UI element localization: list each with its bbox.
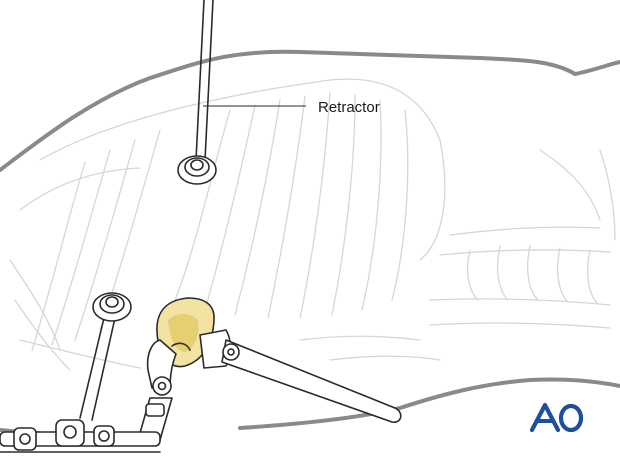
ao-logo xyxy=(529,402,584,433)
bone-inner-shading xyxy=(168,314,199,352)
retractor-callout: Retractor xyxy=(203,99,380,116)
external-fixator xyxy=(0,419,161,453)
bone-clamp-assembly xyxy=(137,297,402,441)
ghost-anatomy xyxy=(9,78,616,371)
retractor-label: Retractor xyxy=(318,99,380,116)
retractor xyxy=(177,0,217,185)
second-retractor xyxy=(79,292,132,421)
